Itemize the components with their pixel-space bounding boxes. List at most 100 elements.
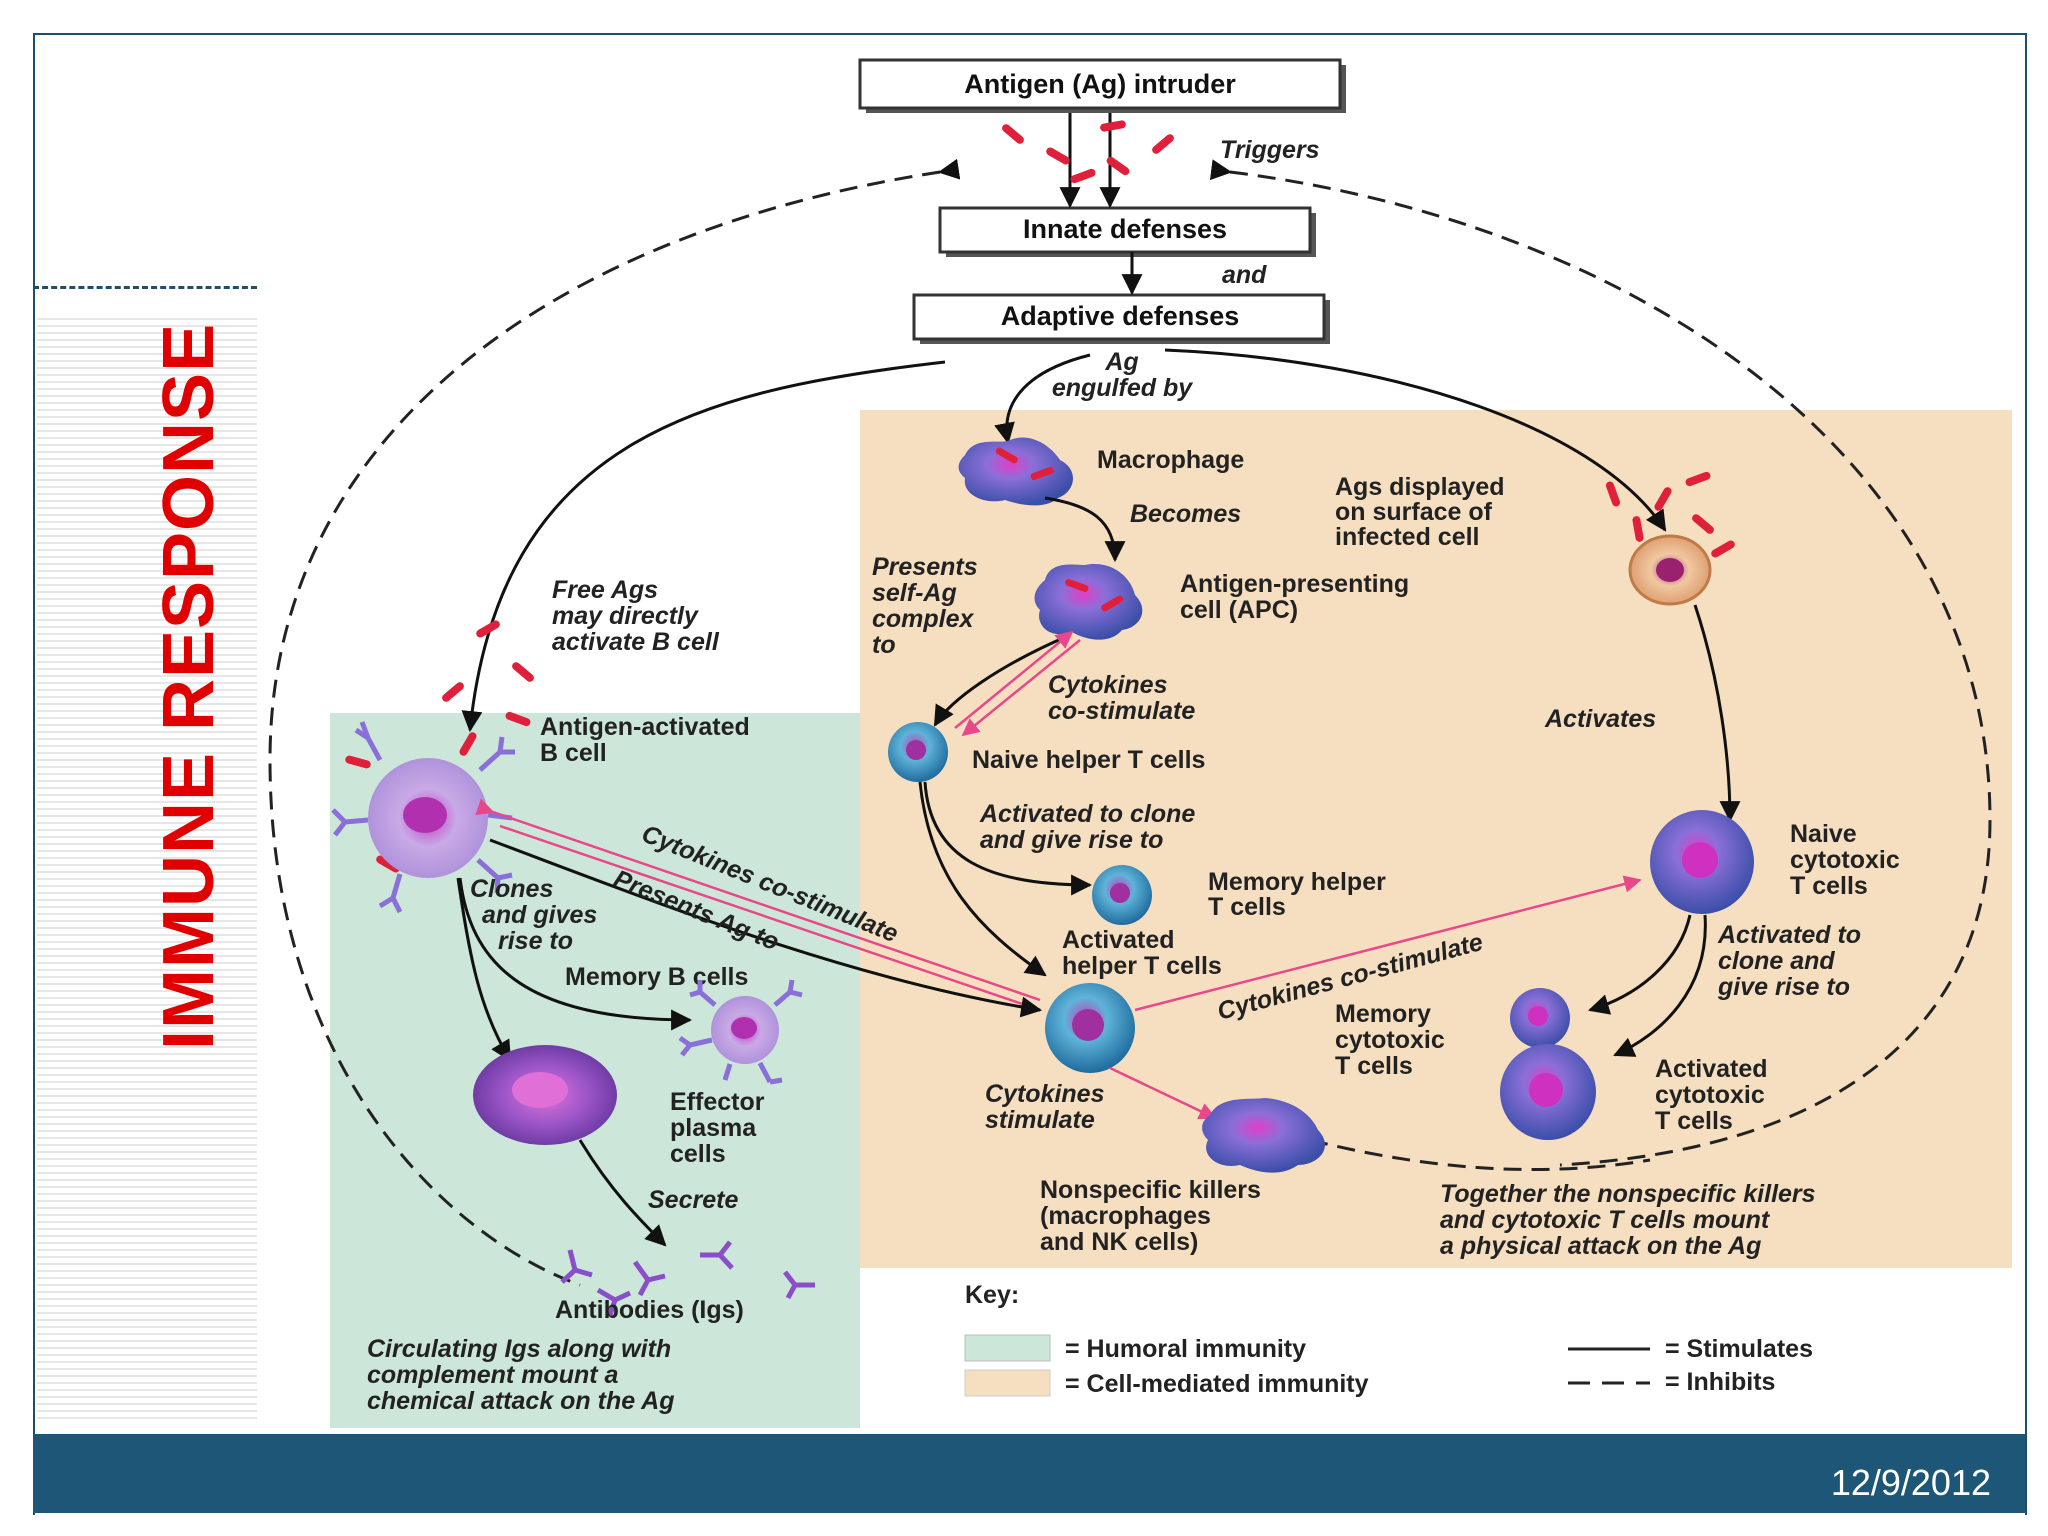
legend-title: Key: bbox=[965, 1281, 1019, 1309]
svg-text:Antigen-activated: Antigen-activated bbox=[540, 713, 750, 741]
activated-cytotoxic-t-cell bbox=[1500, 1044, 1596, 1140]
svg-text:Effector: Effector bbox=[670, 1088, 765, 1116]
label-activated-clone-helper: Activated to clone and give rise to bbox=[979, 800, 1195, 854]
svg-text:Adaptive defenses: Adaptive defenses bbox=[1001, 301, 1240, 331]
label-antibodies: Antibodies (Igs) bbox=[555, 1296, 744, 1324]
svg-text:Activated: Activated bbox=[1655, 1055, 1768, 1083]
svg-text:Cytokines: Cytokines bbox=[985, 1080, 1105, 1108]
svg-text:Naive: Naive bbox=[1790, 820, 1857, 848]
svg-text:Memory: Memory bbox=[1335, 1000, 1431, 1028]
svg-text:Antigen-presenting: Antigen-presenting bbox=[1180, 570, 1409, 598]
label-activated-helper: Activated helper T cells bbox=[1062, 926, 1222, 980]
svg-text:infected cell: infected cell bbox=[1335, 523, 1480, 551]
svg-text:Presents: Presents bbox=[872, 553, 978, 581]
svg-text:T cells: T cells bbox=[1790, 872, 1868, 900]
footer-bar: 12/9/2012 bbox=[33, 1434, 2025, 1513]
apc-cell bbox=[1034, 564, 1143, 640]
svg-text:Free Ags: Free Ags bbox=[552, 576, 658, 604]
svg-text:cells: cells bbox=[670, 1140, 726, 1168]
label-memory-cytotoxic: Memory cytotoxic T cells bbox=[1335, 1000, 1445, 1080]
legend-swatch-humoral bbox=[964, 1334, 1051, 1362]
nonspecific-killer-cell bbox=[1202, 1098, 1325, 1173]
label-cytokines-stimulate: Cytokines stimulate bbox=[985, 1080, 1105, 1134]
label-macrophage: Macrophage bbox=[1097, 446, 1244, 474]
svg-text:and NK cells): and NK cells) bbox=[1040, 1228, 1198, 1256]
label-engulfed-by: engulfed by bbox=[1052, 374, 1193, 402]
label-b-cell: Antigen-activated B cell bbox=[540, 713, 750, 767]
label-circulating: Circulating Igs along with complement mo… bbox=[367, 1335, 675, 1415]
svg-text:may directly: may directly bbox=[552, 602, 699, 630]
svg-text:and give rise to: and give rise to bbox=[980, 826, 1163, 854]
legend-humoral: = Humoral immunity bbox=[1065, 1335, 1306, 1363]
macrophage-cell bbox=[958, 437, 1073, 506]
svg-text:on surface of: on surface of bbox=[1335, 498, 1493, 526]
label-effector-plasma: Effector plasma cells bbox=[670, 1088, 765, 1168]
label-ag: Ag bbox=[1104, 348, 1138, 376]
divider-dashed bbox=[33, 286, 257, 289]
label-activates: Activates bbox=[1544, 705, 1656, 733]
legend: Key: = Humoral immunity = Cell-mediated … bbox=[964, 1281, 1813, 1398]
svg-text:complex: complex bbox=[872, 605, 975, 633]
svg-text:Activated: Activated bbox=[1062, 926, 1175, 954]
svg-text:Nonspecific killers: Nonspecific killers bbox=[1040, 1176, 1261, 1204]
svg-text:cytotoxic: cytotoxic bbox=[1790, 846, 1900, 874]
svg-text:Activated to clone: Activated to clone bbox=[979, 800, 1195, 828]
label-activated-cytotoxic: Activated cytotoxic T cells bbox=[1655, 1055, 1768, 1135]
label-memory-helper: Memory helper T cells bbox=[1208, 868, 1386, 921]
svg-text:Memory helper: Memory helper bbox=[1208, 868, 1386, 896]
svg-text:clone and: clone and bbox=[1718, 947, 1835, 975]
svg-text:and cytotoxic T cells mount: and cytotoxic T cells mount bbox=[1440, 1206, 1771, 1234]
label-becomes: Becomes bbox=[1130, 500, 1241, 528]
memory-b-cell bbox=[678, 979, 803, 1085]
svg-text:Innate defenses: Innate defenses bbox=[1023, 214, 1227, 244]
svg-text:self-Ag: self-Ag bbox=[872, 579, 957, 607]
legend-cell-mediated: = Cell-mediated immunity bbox=[1065, 1370, 1369, 1398]
svg-text:give rise to: give rise to bbox=[1717, 973, 1850, 1001]
svg-text:B cell: B cell bbox=[540, 739, 607, 767]
infected-cell bbox=[1605, 471, 1735, 606]
svg-text:(macrophages: (macrophages bbox=[1040, 1202, 1211, 1230]
label-activated-clone-cyto: Activated to clone and give rise to bbox=[1717, 921, 1861, 1001]
legend-swatch-cell-mediated bbox=[964, 1369, 1051, 1397]
svg-text:complement mount a: complement mount a bbox=[367, 1361, 619, 1389]
svg-text:Cytokines: Cytokines bbox=[1048, 671, 1168, 699]
svg-text:Clones: Clones bbox=[470, 875, 553, 903]
label-memory-b: Memory B cells bbox=[565, 963, 748, 991]
box-innate: Innate defenses bbox=[938, 206, 1316, 257]
svg-text:co-stimulate: co-stimulate bbox=[1048, 697, 1195, 725]
svg-text:T cells: T cells bbox=[1335, 1052, 1413, 1080]
svg-text:Together the nonspecific kille: Together the nonspecific killers bbox=[1440, 1180, 1816, 1208]
slide-date: 12/9/2012 bbox=[1830, 1462, 1991, 1503]
svg-text:plasma: plasma bbox=[670, 1114, 757, 1142]
b-cell bbox=[331, 721, 515, 914]
svg-text:activate B cell: activate B cell bbox=[552, 628, 720, 656]
label-and: and bbox=[1222, 261, 1267, 289]
svg-text:chemical attack on the Ag: chemical attack on the Ag bbox=[367, 1387, 675, 1415]
svg-text:Antigen (Ag) intruder: Antigen (Ag) intruder bbox=[964, 69, 1236, 99]
box-adaptive: Adaptive defenses bbox=[912, 293, 1330, 344]
svg-text:cell (APC): cell (APC) bbox=[1180, 596, 1298, 624]
svg-text:Activated to: Activated to bbox=[1717, 921, 1861, 949]
label-apc: Antigen-presenting cell (APC) bbox=[1180, 570, 1409, 624]
antigen-rods-left bbox=[345, 620, 534, 873]
label-clones-gives: Clones and gives rise to bbox=[470, 875, 597, 955]
svg-text:to: to bbox=[872, 631, 896, 659]
naive-helper-t-cell bbox=[888, 722, 948, 782]
svg-text:Ags displayed: Ags displayed bbox=[1335, 473, 1505, 501]
memory-helper-t-cell bbox=[1092, 865, 1152, 925]
svg-text:helper T cells: helper T cells bbox=[1062, 952, 1222, 980]
label-secrete: Secrete bbox=[648, 1186, 738, 1214]
label-naive-helper: Naive helper T cells bbox=[972, 746, 1205, 774]
svg-text:cytotoxic: cytotoxic bbox=[1655, 1081, 1765, 1109]
svg-text:a physical attack on the Ag: a physical attack on the Ag bbox=[1440, 1232, 1761, 1260]
label-triggers: Triggers bbox=[1220, 136, 1320, 164]
svg-text:Circulating Igs along with: Circulating Igs along with bbox=[367, 1335, 671, 1363]
antigen-rods-top bbox=[1002, 120, 1174, 184]
label-naive-cytotoxic: Naive cytotoxic T cells bbox=[1790, 820, 1900, 900]
label-presents: Presents self-Ag complex to bbox=[872, 553, 978, 659]
legend-stimulates: = Stimulates bbox=[1665, 1335, 1813, 1363]
svg-text:cytotoxic: cytotoxic bbox=[1335, 1026, 1445, 1054]
svg-text:T cells: T cells bbox=[1208, 893, 1286, 921]
svg-text:and gives: and gives bbox=[482, 901, 597, 929]
